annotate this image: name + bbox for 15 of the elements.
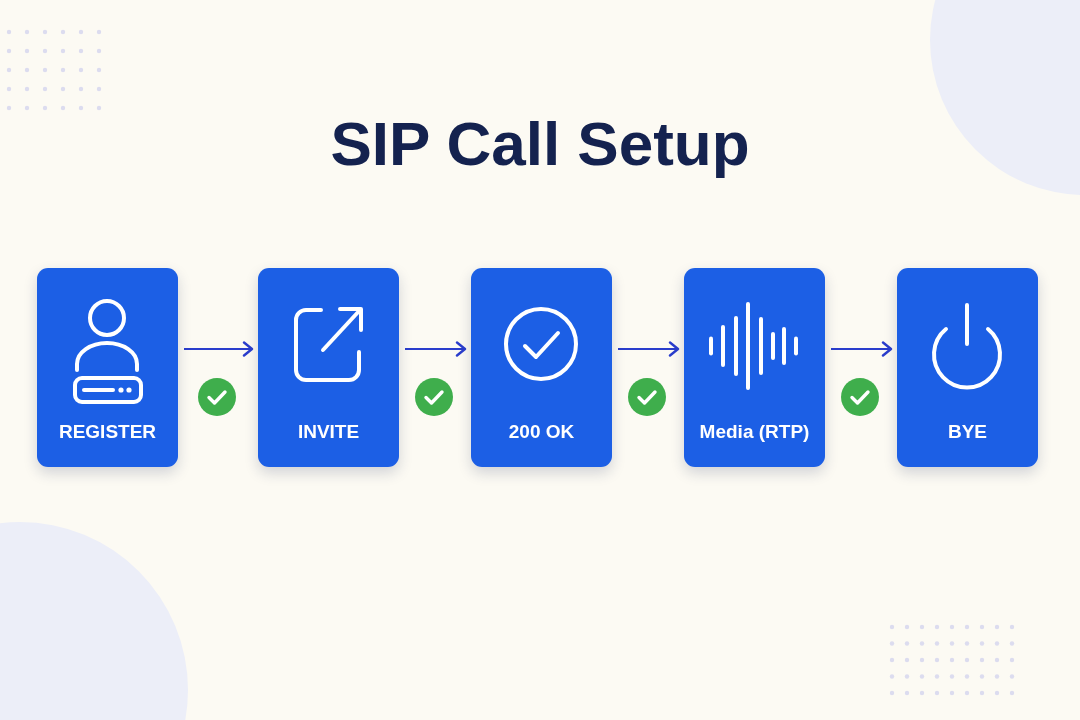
process-card [684,268,825,467]
arrow [831,341,893,357]
step-label: Media (RTP) [699,420,810,444]
arrow [405,341,467,357]
step-label: BYE [947,420,988,444]
step-label: 200 OK [508,420,575,444]
arrow [618,341,680,357]
process-card [897,268,1038,467]
diagram-title: SIP Call Setup [330,108,750,180]
process-card [258,268,399,467]
step-label: REGISTER [58,420,157,444]
process-card [37,268,178,467]
arrow [184,341,254,357]
process-card [471,268,612,467]
step-label: INVITE [297,420,360,444]
